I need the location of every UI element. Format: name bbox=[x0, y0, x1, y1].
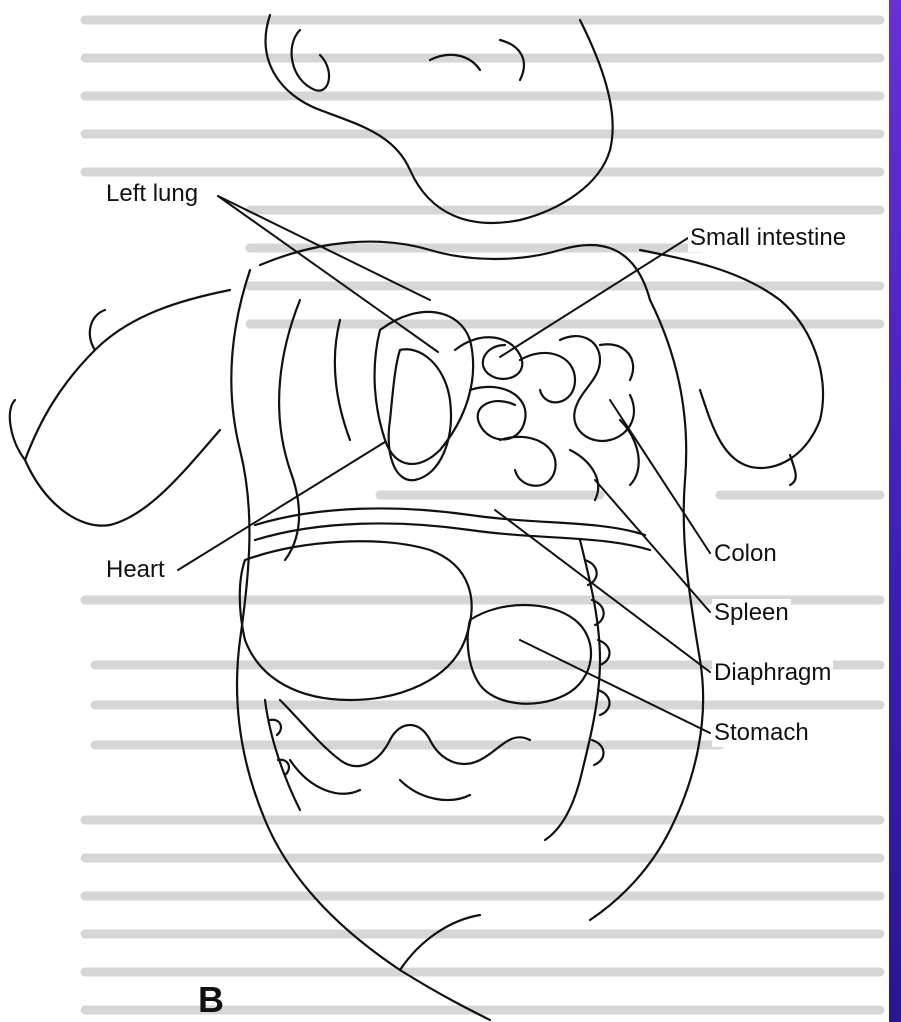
leader-left-lung-2 bbox=[218, 196, 430, 300]
left-arm bbox=[25, 290, 230, 526]
head-outline bbox=[266, 15, 613, 223]
label-stomach: Stomach bbox=[712, 719, 811, 747]
right-hand bbox=[790, 455, 796, 485]
leader-stomach bbox=[520, 640, 710, 733]
diaphragm-line bbox=[255, 508, 645, 535]
label-diaphragm: Diaphragm bbox=[712, 659, 833, 687]
diaphragm-line-2 bbox=[255, 523, 650, 550]
colon-loops bbox=[560, 336, 639, 500]
lower-intestine-loops bbox=[280, 700, 530, 800]
label-colon: Colon bbox=[712, 540, 779, 568]
slide-edge-bar bbox=[889, 0, 901, 1022]
thorax-inner-left bbox=[279, 300, 300, 560]
face-detail bbox=[430, 40, 524, 80]
liver-shape bbox=[240, 541, 472, 700]
leader-heart bbox=[178, 442, 385, 570]
label-spleen: Spleen bbox=[712, 599, 791, 627]
label-left-lung: Left lung bbox=[104, 180, 200, 208]
leader-left-lung bbox=[218, 196, 438, 352]
stomach-shape bbox=[468, 605, 591, 704]
ear bbox=[292, 30, 329, 91]
right-arm bbox=[640, 250, 823, 468]
shoulder-line bbox=[260, 242, 650, 300]
leader-spleen bbox=[595, 480, 710, 612]
descending-colon-bumps bbox=[585, 560, 610, 765]
trunk-left bbox=[231, 270, 490, 1020]
left-hand bbox=[10, 310, 105, 460]
leader-diaphragm bbox=[495, 510, 710, 672]
thorax-inner-mid bbox=[335, 320, 350, 440]
label-heart: Heart bbox=[104, 556, 167, 584]
leg-left bbox=[400, 915, 480, 970]
trunk-right bbox=[590, 300, 703, 920]
panel-letter: B bbox=[198, 980, 224, 1020]
label-small-intestine: Small intestine bbox=[688, 224, 848, 252]
